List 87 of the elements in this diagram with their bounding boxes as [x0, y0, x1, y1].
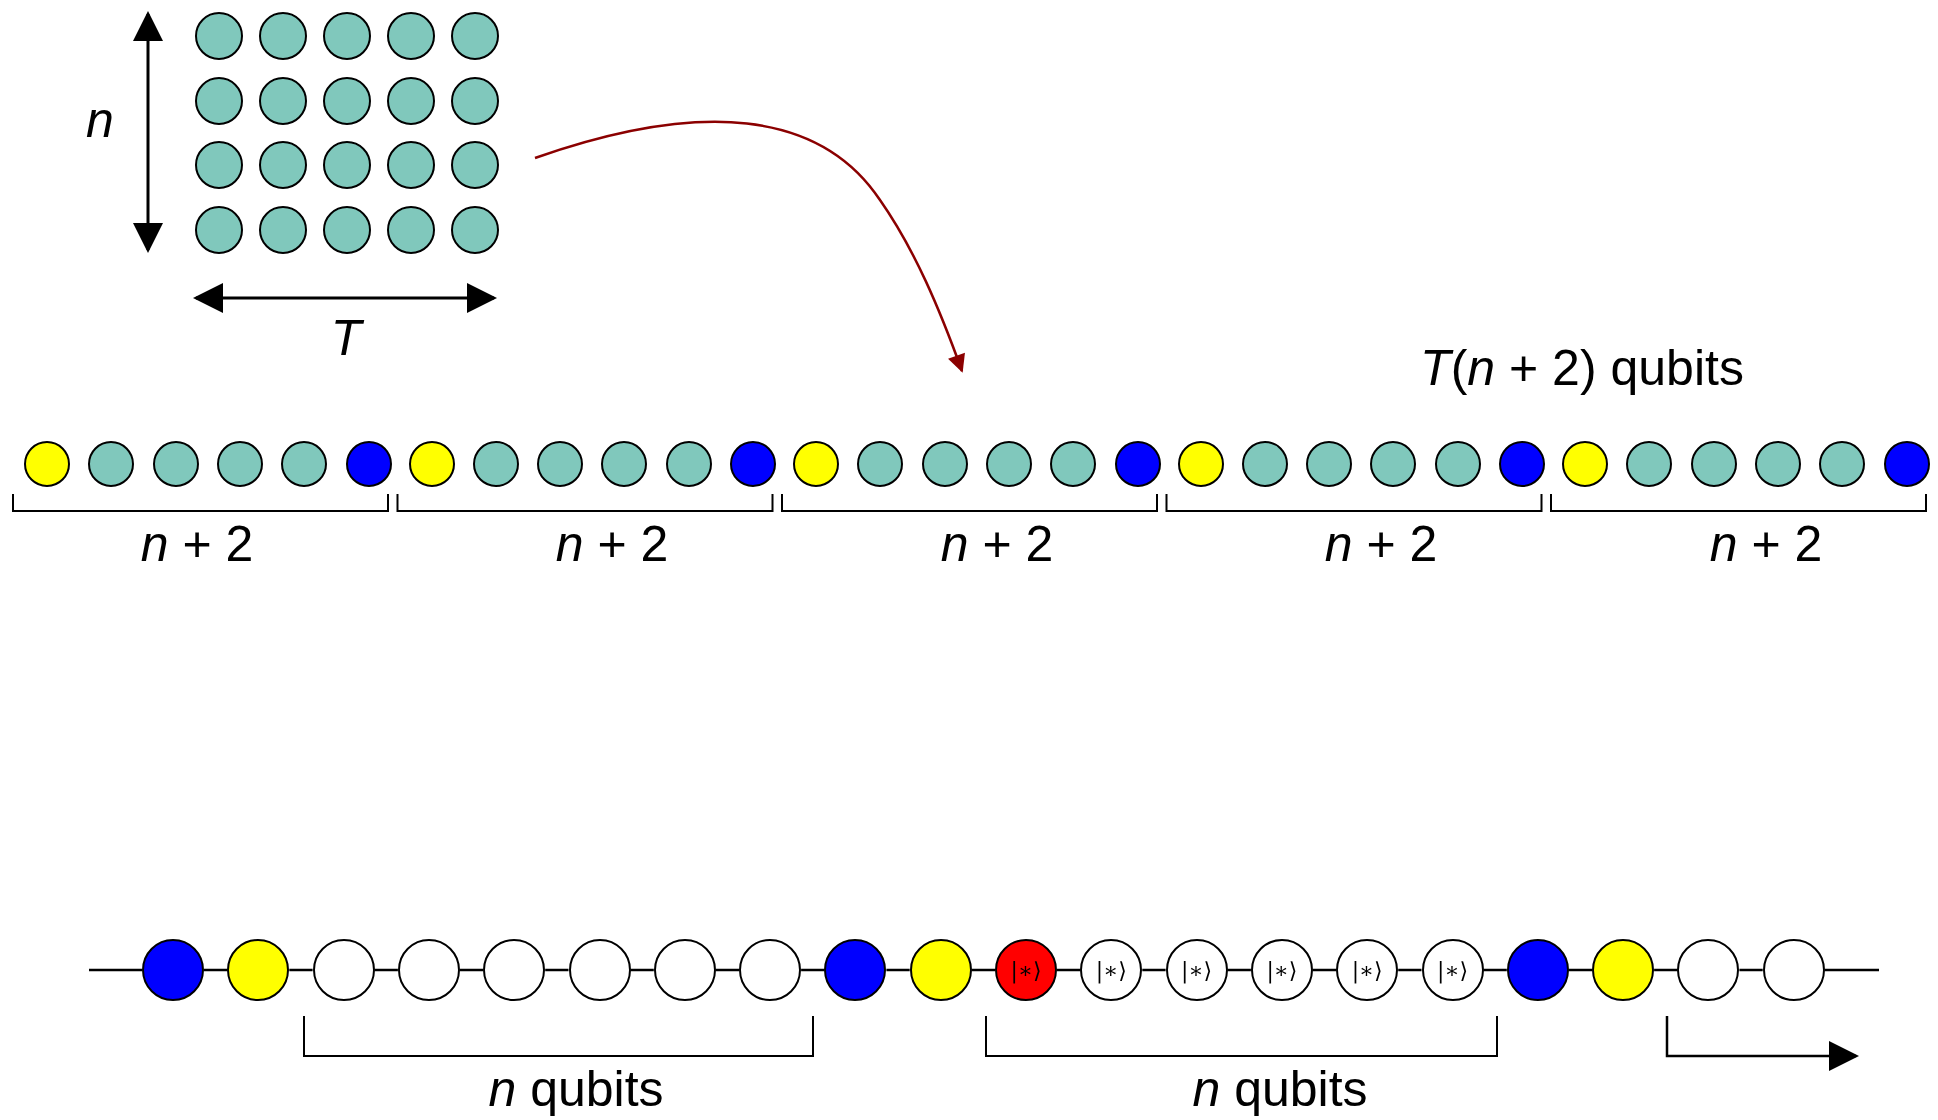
qubit-circle: [793, 441, 839, 487]
qubit-circle: [259, 12, 307, 60]
state-label: |∗⟩: [1437, 957, 1468, 983]
chain-line: [1398, 968, 1422, 972]
qubit-circle: [195, 205, 243, 254]
qubit-circle: [1562, 441, 1608, 487]
qubit-circle: [259, 205, 307, 254]
qubit-circle: [1114, 441, 1161, 487]
chain-line: [1483, 968, 1507, 972]
qubit-circle: [387, 12, 435, 60]
chain-line: [1739, 968, 1763, 972]
state-label: |∗⟩: [1095, 957, 1127, 983]
qubit-circle: [387, 76, 435, 125]
group-size-label: n + 2: [940, 515, 1054, 573]
qubit-circle: [259, 76, 307, 125]
qubit-circle: [1177, 441, 1224, 487]
group-size-label: n + 2: [555, 515, 669, 573]
qubit-circle: [451, 141, 499, 189]
qubit-circle: [323, 205, 371, 254]
chain-line: [801, 968, 825, 972]
qubit-circle: [195, 12, 243, 60]
chain-line: [886, 968, 910, 972]
qubit-circle: [451, 205, 499, 254]
qubit-circle: [408, 441, 455, 487]
state-label: |∗⟩: [1266, 957, 1298, 983]
qubit-circle: [537, 441, 584, 487]
chain-line: [715, 968, 740, 972]
qubit-circle: [857, 441, 904, 487]
qubit-circle: [730, 441, 776, 487]
qubit-circle: [323, 76, 371, 125]
group-size-label: n + 2: [140, 515, 254, 573]
chain-line: [545, 968, 569, 972]
qubit-circle: [88, 441, 135, 487]
qubit-circle: [323, 12, 371, 60]
state-label: |∗⟩: [1351, 957, 1383, 983]
qubit-circle: [1241, 441, 1288, 487]
qubit-circle: [1626, 441, 1673, 487]
qubit-circle: [387, 205, 435, 254]
chain-line: [204, 968, 228, 972]
chain-line: [1312, 968, 1337, 972]
chain-line: [459, 968, 484, 972]
qubit-circle: [216, 441, 263, 487]
qubit-circle: [1690, 441, 1737, 487]
state-label: |∗⟩: [1010, 957, 1042, 983]
chain-line: [1142, 968, 1166, 972]
chain-line: [971, 968, 995, 972]
qubit-circle: [1050, 441, 1097, 487]
qubit-circle: [451, 76, 499, 125]
qubit-circle: [472, 441, 519, 487]
qubit-circle: [1306, 441, 1353, 487]
qubit-circle: [152, 441, 199, 487]
qubit-count-label: T(n + 2) qubits: [1420, 339, 1744, 397]
chain-line: [630, 968, 654, 972]
qubit-circle: [985, 441, 1032, 487]
chain-line: [1568, 968, 1593, 972]
qubit-circle: [195, 76, 243, 125]
qubit-circle: [195, 141, 243, 189]
chain-line: [1227, 968, 1251, 972]
qubit-circle: [1754, 441, 1801, 487]
qubit-circle: [1819, 441, 1866, 487]
dimension-label: n: [86, 91, 114, 149]
qubit-circle: [601, 441, 648, 487]
qubit-circle: [259, 141, 307, 189]
qubit-circle: [1370, 441, 1417, 487]
chain-line: [289, 968, 313, 972]
qubit-circle: [665, 441, 712, 487]
qubit-circle: [345, 441, 392, 487]
chain-line: [1057, 968, 1081, 972]
qubit-circle: [281, 441, 328, 487]
qubit-circle: [921, 441, 968, 487]
qubit-count-label: n qubits: [1192, 1060, 1368, 1118]
qubit-circle: [451, 12, 499, 60]
qubit-circle: [323, 141, 371, 189]
chain-line: [374, 968, 398, 972]
group-size-label: n + 2: [1709, 515, 1823, 573]
qubit-circle: [1499, 441, 1545, 487]
chain-line: [1654, 968, 1678, 972]
state-label: |∗⟩: [1181, 957, 1213, 983]
group-size-label: n + 2: [1324, 515, 1438, 573]
chain-line: [1824, 968, 1879, 972]
chain-line: [89, 968, 142, 972]
dimension-label: T: [330, 309, 362, 367]
qubit-circle: [387, 141, 435, 189]
qubit-count-label: n qubits: [488, 1060, 664, 1118]
qubit-circle: [1434, 441, 1481, 487]
qubit-circle: [24, 441, 70, 487]
qubit-circle: [1883, 441, 1930, 487]
